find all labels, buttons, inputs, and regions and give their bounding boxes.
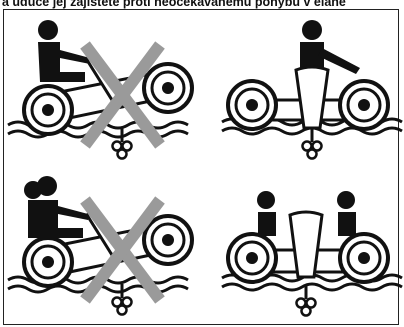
panel-wrong-two-riders — [8, 176, 192, 315]
rider-head-icon — [302, 20, 322, 40]
rider-head-icon — [37, 176, 57, 196]
rider-head-icon — [337, 191, 355, 209]
panel-correct-one-rider — [222, 20, 402, 159]
rider-head-icon — [38, 20, 58, 40]
panel-wrong-one-rider — [8, 20, 192, 159]
panel-correct-two-riders — [222, 191, 402, 316]
rider-head-icon — [257, 191, 275, 209]
